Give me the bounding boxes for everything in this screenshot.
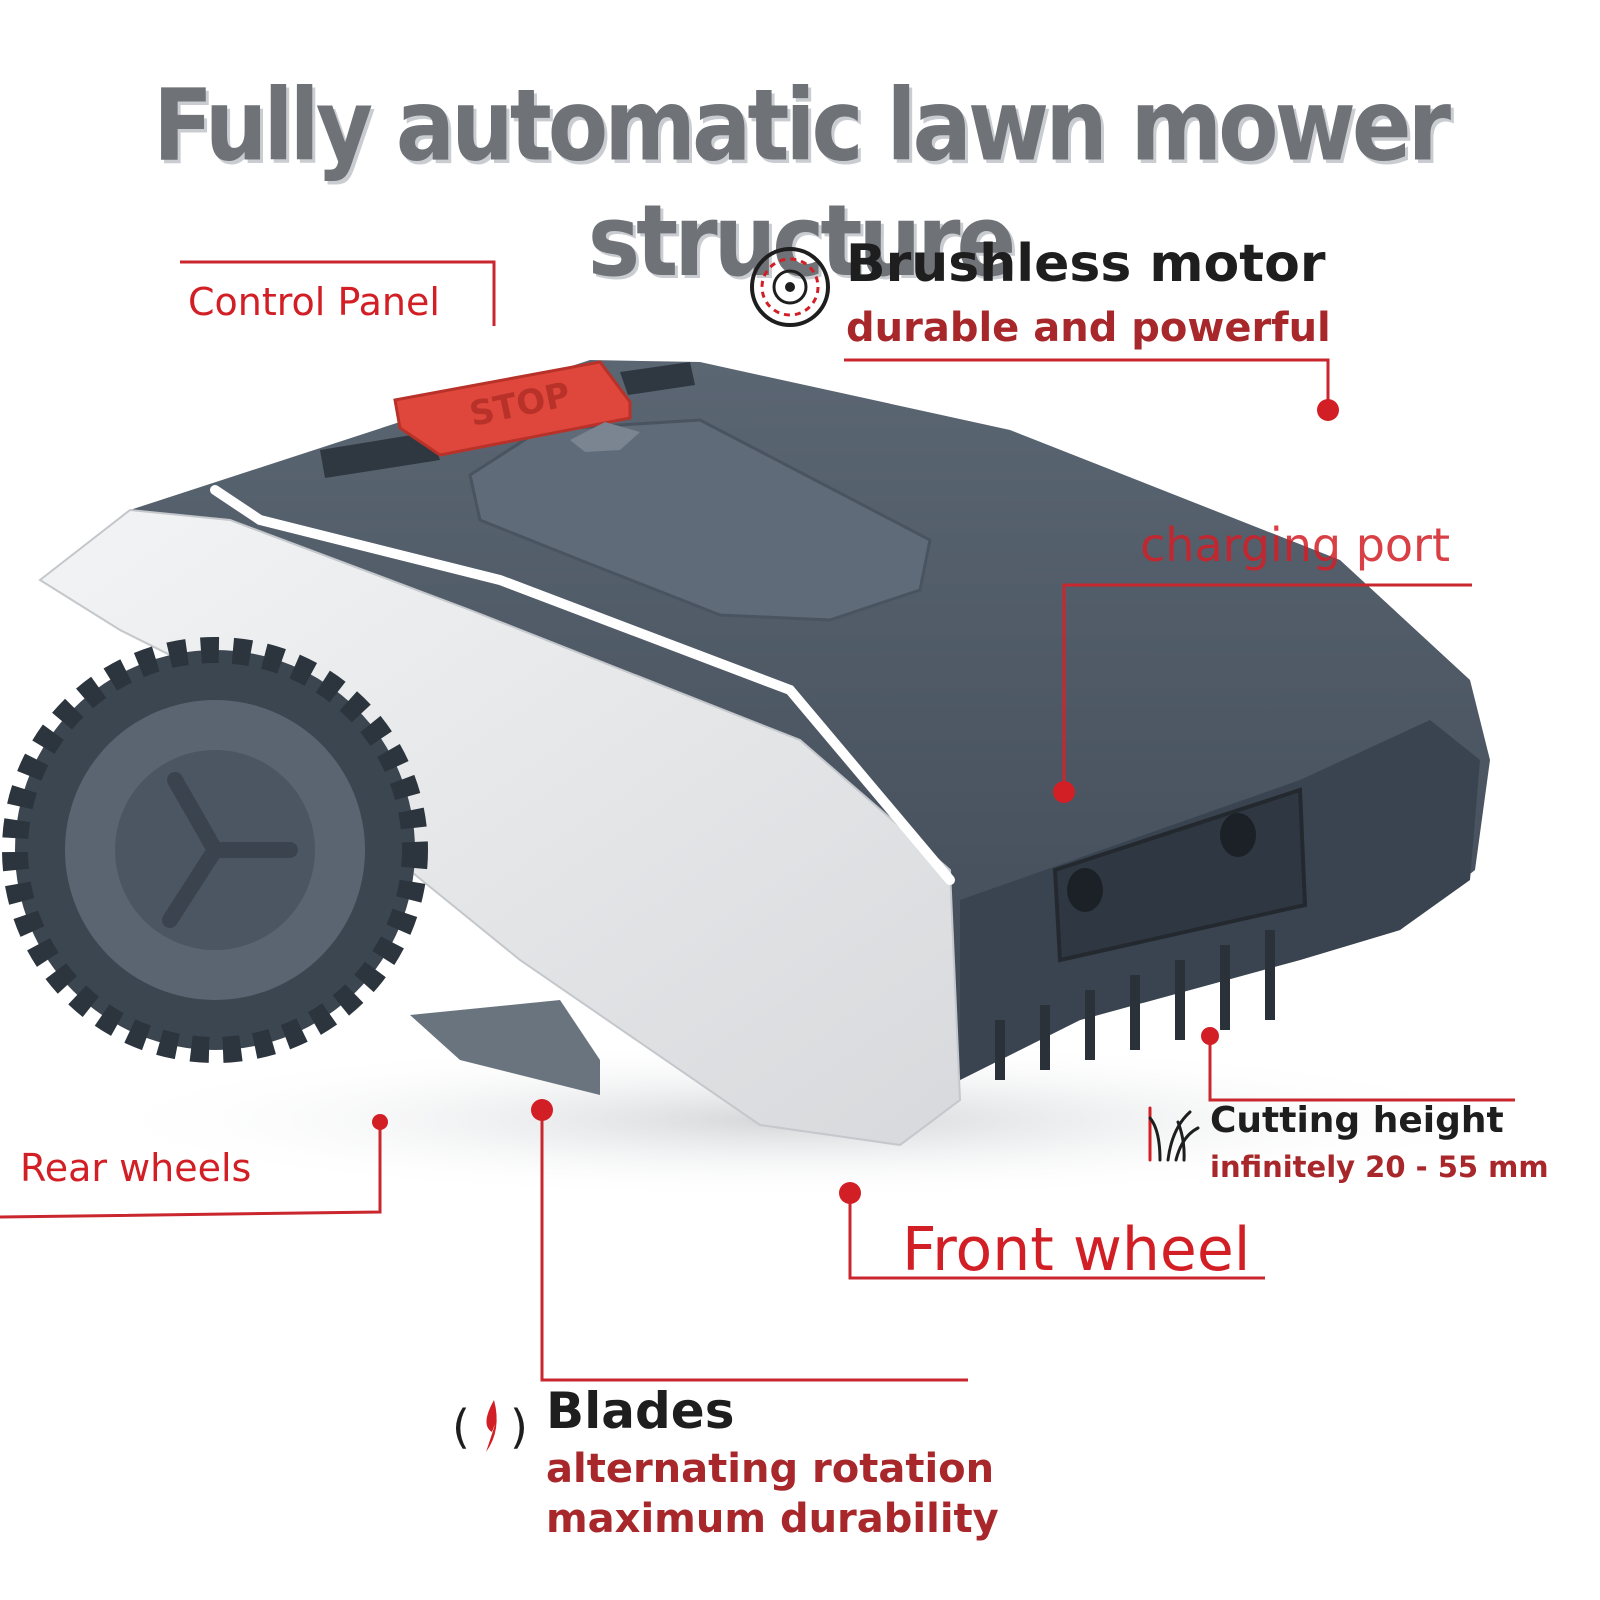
front-wheel-line [848,1196,1265,1280]
brushless-motor-subtitle: durable and powerful [846,305,1331,351]
sensor-left [1067,868,1103,912]
front-wheel-label: Front wheel [902,1215,1251,1285]
page-title: Fully automatic lawn mower structure [152,67,1451,299]
rear-wheel [2,637,428,1063]
brushless-motor-heading: Brushless motor [846,234,1326,294]
rear-wheels-line [0,1125,382,1219]
grass-icon [1148,1106,1200,1162]
cutting-height-heading: Cutting height [1210,1100,1504,1141]
cutting-height-subtitle: infinitely 20 - 55 mm [1210,1150,1549,1184]
blades-heading: Blades [546,1382,735,1440]
control-panel-label: Control Panel [188,280,440,324]
control-panel: STOP [320,360,695,478]
control-panel-line [180,260,496,326]
blades-subtitle-2: maximum durability [546,1496,999,1542]
shell-stripe [210,485,955,885]
rear-wheels-label: Rear wheels [20,1146,252,1190]
cutting-height-line [1208,1040,1515,1102]
top-cover [468,418,932,622]
charging-port-line [1062,583,1472,785]
blade-icon: ( ) [452,1400,528,1454]
blades-line [540,1110,968,1382]
sensor-right [1220,813,1256,857]
callout-dots [372,399,1339,1204]
charging-port-label: charging port [1140,518,1450,572]
callout-lines [0,260,1515,1382]
svg-text:): ) [510,1400,528,1454]
brushless-motor-line [844,358,1330,400]
front-wheel-base [410,1000,600,1095]
bottom-vents [995,930,1275,1080]
blades-subtitle-1: alternating rotation [546,1446,995,1492]
motor-icon [750,247,830,327]
svg-text:(: ( [452,1400,470,1454]
stop-button [393,360,632,457]
